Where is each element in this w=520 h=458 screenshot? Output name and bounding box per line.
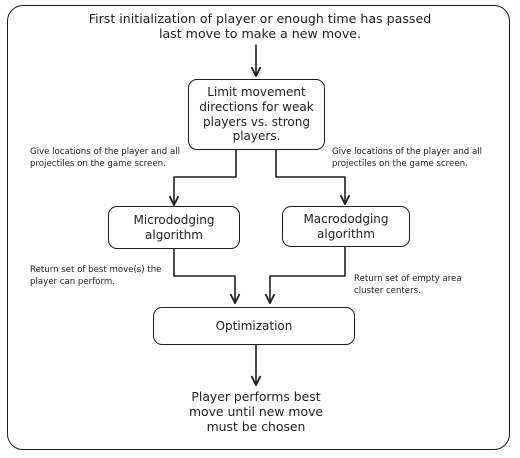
optimization-box: Optimization <box>153 307 355 345</box>
macrododging-box: Macrododging algorithm <box>282 206 410 247</box>
limit-movement-box: Limit movement directions for weak playe… <box>188 79 325 150</box>
micro-return-label: Return set of best move(s) the player ca… <box>30 265 162 287</box>
start-text: First initialization of player or enough… <box>88 11 432 42</box>
arrow-limit-to-macro <box>275 149 345 204</box>
end-text: Player performs best move until new move… <box>188 389 324 435</box>
arrow-limit-to-micro <box>174 149 237 205</box>
diagram-frame <box>7 5 510 450</box>
arrow-macro-to-optimization <box>270 246 346 303</box>
arrow-micro-to-optimization <box>173 247 235 303</box>
left-edge-label: Give locations of the player and all pro… <box>30 147 180 169</box>
micrododging-box: Micrododging algorithm <box>108 206 240 249</box>
right-edge-label: Give locations of the player and all pro… <box>332 147 482 169</box>
macro-return-label: Return set of empty area cluster centers… <box>354 274 462 296</box>
